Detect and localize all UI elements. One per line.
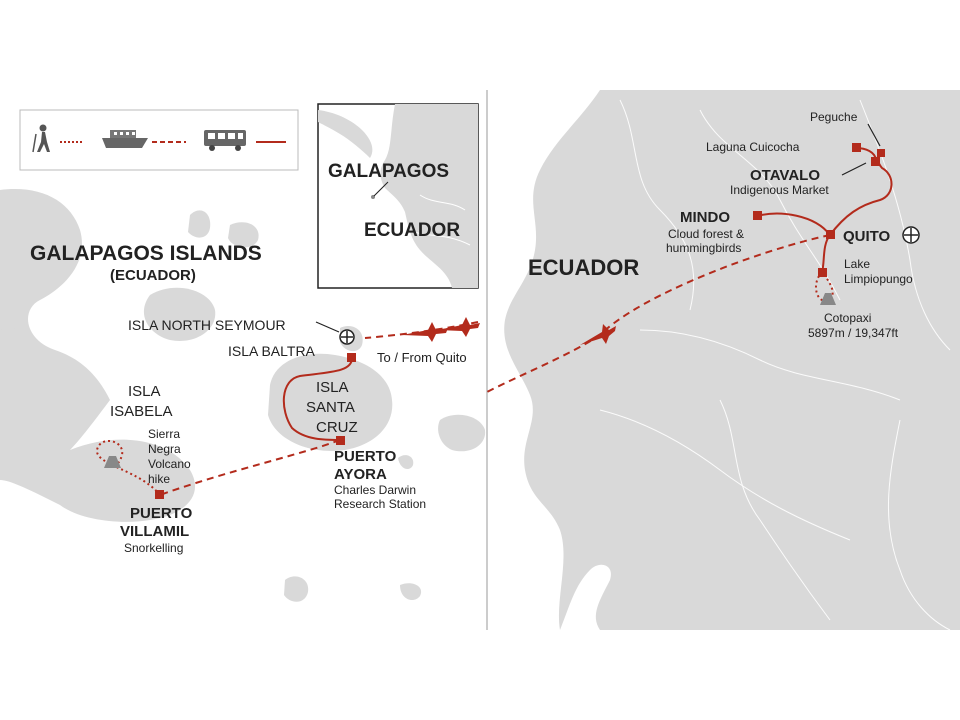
flight-route — [486, 234, 831, 393]
sierra-negra-line-1: Sierra — [148, 427, 180, 441]
airport-icon-quito — [902, 226, 920, 244]
ecuador-country-label: ECUADOR — [528, 255, 639, 280]
legend — [19, 109, 299, 171]
isla-santa-cruz-shape — [268, 353, 393, 451]
volcano-icon-cotopaxi — [820, 293, 836, 305]
inset-map: GALAPAGOS ECUADOR — [317, 103, 479, 289]
stop-puerto-villamil — [155, 490, 164, 499]
puerto-villamil-line-2: VILLAMIL — [120, 523, 189, 540]
cotopaxi-line-1: Cotopaxi — [824, 311, 871, 325]
isla-santa-fe-shape — [398, 455, 414, 470]
ecuador-labels: ECUADOR Peguche Laguna Cuicocha OTAVALO … — [528, 110, 913, 340]
puerto-villamil-line-1: PUERTO — [130, 505, 193, 522]
ecuador-panel — [487, 90, 960, 631]
isla-santiago-shape — [143, 287, 216, 341]
laguna-cuicocha-label: Laguna Cuicocha — [706, 140, 800, 154]
stop-quito — [826, 230, 835, 239]
hike-route — [96, 440, 161, 496]
sierra-negra-line-3: Volcano — [148, 457, 191, 471]
stop-peguche — [877, 149, 885, 157]
galapagos-title: GALAPAGOS ISLANDS — [30, 242, 262, 265]
pacific-ocean — [487, 90, 600, 630]
leader-lines — [315, 123, 881, 333]
stop-markers — [155, 143, 885, 499]
isla-marchena-shape — [228, 222, 259, 248]
isla-santa-cruz-line-2: SANTA — [306, 399, 355, 416]
bus-route-santa-cruz — [282, 357, 353, 441]
boat-icon — [102, 130, 148, 148]
isla-santa-cruz-line-1: ISLA — [316, 379, 349, 396]
plane-icon — [438, 317, 480, 337]
stop-baltra — [347, 353, 356, 362]
plane-icons — [402, 317, 616, 345]
inset-central-america — [318, 110, 373, 158]
stop-otavalo — [871, 157, 880, 166]
sierra-negra-line-4: hike — [148, 472, 170, 486]
plane-icon — [402, 322, 448, 342]
puerto-ayora-line-1: PUERTO — [334, 448, 397, 465]
inset-galapagos-leader — [373, 181, 389, 197]
lake-limpiopungo-line-1: Lake — [844, 257, 870, 271]
otavalo-label: OTAVALO — [750, 167, 820, 184]
mindo-note-1: Cloud forest & — [668, 227, 744, 241]
peguche-label: Peguche — [810, 110, 858, 124]
stop-lake-limpiopungo — [818, 268, 827, 277]
stop-laguna-cuicocha — [852, 143, 861, 152]
volcano-icon-sierra-negra — [104, 456, 121, 468]
boat-route — [159, 439, 341, 496]
puerto-ayora-note-1: Charles Darwin — [334, 483, 416, 497]
isla-fernandina-shape — [0, 327, 29, 392]
otavalo-note: Indigenous Market — [730, 183, 829, 197]
isla-floreana-shape — [284, 576, 309, 602]
hiker-icon — [32, 124, 50, 153]
isla-espanola-shape — [400, 583, 422, 601]
lake-limpiopungo-line-2: Limpiopungo — [844, 272, 913, 286]
isla-san-cristobal-shape — [438, 414, 486, 452]
isla-pinta-shape — [188, 210, 211, 238]
bus-icon — [204, 130, 246, 151]
plane-icon — [580, 324, 616, 345]
isla-isabela-shape — [0, 189, 196, 522]
gulf-of-guayaquil — [560, 564, 611, 630]
isla-santa-cruz-line-3: CRUZ — [316, 419, 358, 436]
inset-land — [380, 104, 478, 288]
to-from-quito-label: To / From Quito — [377, 350, 467, 365]
galapagos-subtitle: (ECUADOR) — [110, 267, 196, 284]
mindo-note-2: hummingbirds — [666, 241, 741, 255]
ecuador-land — [504, 90, 960, 630]
inset-galapagos-label: GALAPAGOS — [328, 161, 449, 182]
inset-ecuador-label: ECUADOR — [364, 220, 460, 241]
legend-box — [19, 109, 299, 171]
isla-baltra-label: ISLA BALTRA — [228, 343, 316, 359]
stop-puerto-ayora — [336, 436, 345, 445]
province-borders — [599, 99, 951, 631]
isla-isabela-line-1: ISLA — [128, 383, 161, 400]
mindo-label: MINDO — [680, 209, 730, 226]
stop-mindo — [753, 211, 762, 220]
isla-north-seymour-label: ISLA NORTH SEYMOUR — [128, 317, 286, 333]
sierra-negra-line-2: Negra — [148, 442, 181, 456]
isla-isabela-line-2: ISABELA — [110, 403, 173, 420]
inset-borders — [409, 194, 471, 246]
airport-icon-baltra — [339, 329, 355, 345]
puerto-ayora-note-2: Research Station — [334, 497, 426, 511]
cotopaxi-line-2: 5897m / 19,347ft — [808, 326, 899, 340]
quito-label: QUITO — [843, 228, 891, 245]
puerto-villamil-note: Snorkelling — [124, 541, 183, 555]
galapagos-labels: GALAPAGOS ISLANDS (ECUADOR) ISLA NORTH S… — [30, 242, 467, 555]
puerto-ayora-line-2: AYORA — [334, 466, 387, 483]
